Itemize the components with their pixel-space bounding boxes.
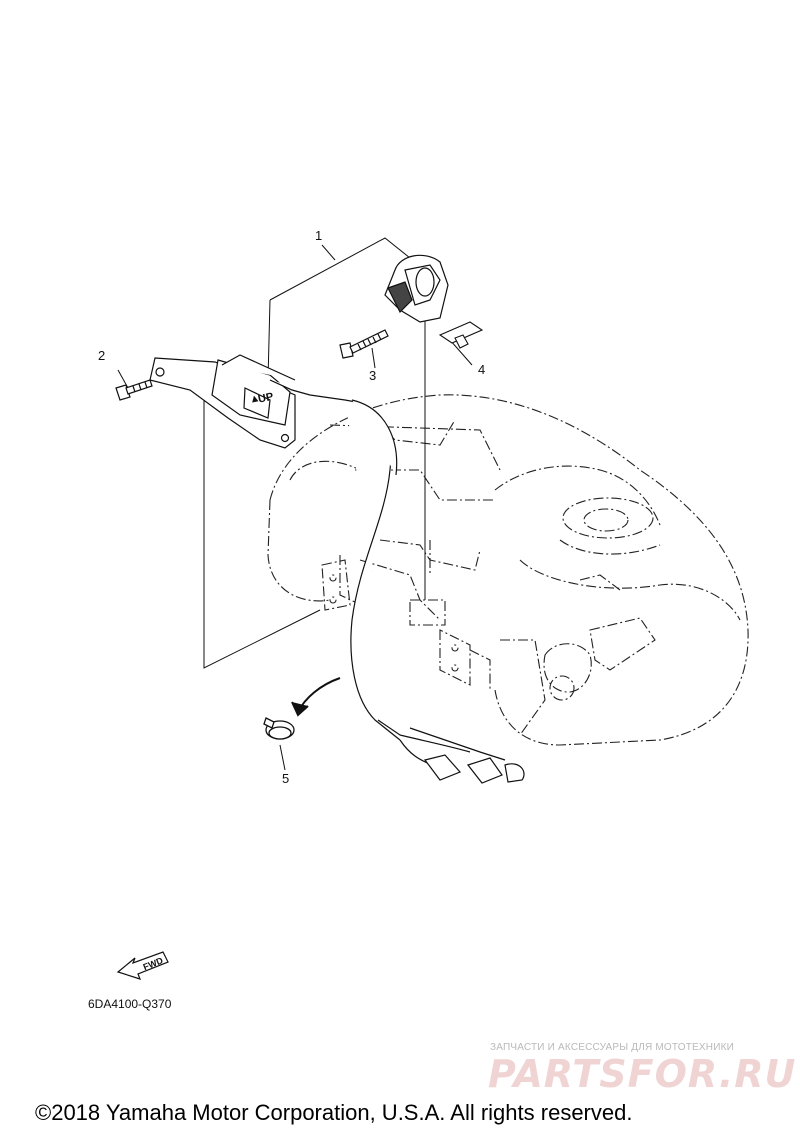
callout-5: 5 [282, 771, 290, 786]
watermark-logo: PARTSFOR.RU [488, 1052, 797, 1096]
leader-lines [117, 237, 473, 771]
callout-1: 1 [315, 228, 323, 243]
engine-phantom-outline [267, 394, 749, 746]
wire-harness [377, 719, 525, 784]
spacer-part-4 [438, 321, 484, 349]
screw-part-3 [339, 329, 389, 359]
trim-sensor-assembly [149, 354, 401, 741]
clamp-part-5 [263, 717, 295, 740]
sensor-connector [384, 254, 449, 323]
part-marking-text: ▲ [248, 392, 261, 406]
callout-4: 4 [478, 362, 486, 377]
part-marking-label: UP [257, 391, 274, 406]
callout-2: 2 [98, 348, 106, 363]
fwd-arrow-label: FWD [142, 955, 165, 972]
callout-3: 3 [369, 368, 377, 383]
diagram-code: 6DA4100-Q370 [88, 997, 172, 1011]
install-arrow [291, 677, 341, 717]
copyright-notice: ©2018 Yamaha Motor Corporation, U.S.A. A… [35, 1100, 633, 1125]
bolt-part-2 [115, 379, 153, 401]
watermark-tagline: ЗАПЧАСТИ И АКСЕССУАРЫ ДЛЯ МОТОТЕХНИКИ [490, 1042, 735, 1053]
fwd-arrow-icon [116, 951, 169, 980]
